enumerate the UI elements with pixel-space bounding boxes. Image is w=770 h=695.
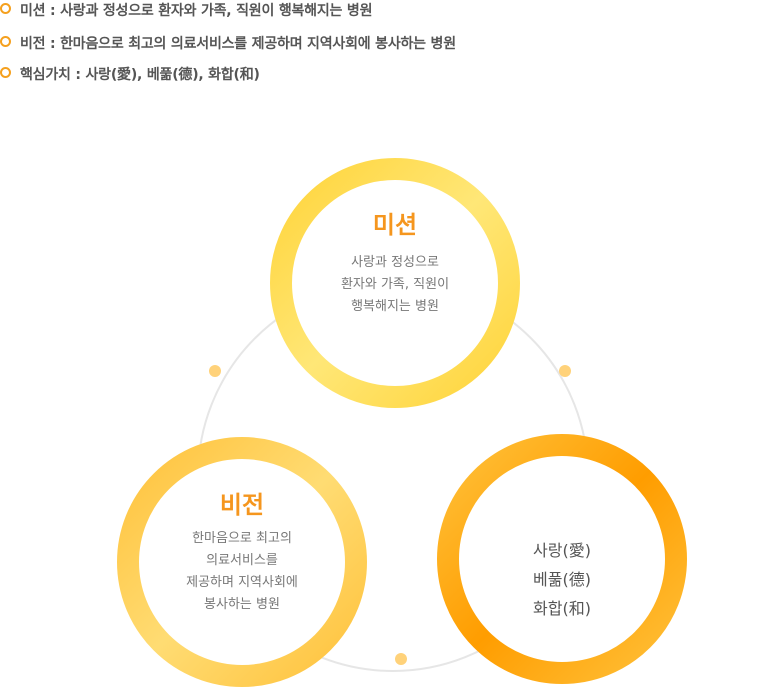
- vision-body: 한마음으로 최고의 의료서비스를 제공하며 지역사회에 봉사하는 병원: [142, 528, 342, 616]
- connector-dot-bottom: [395, 653, 407, 665]
- values-line: 사랑(愛): [533, 541, 591, 560]
- vision-line: 제공하며 지역사회에: [186, 575, 298, 590]
- circle-bullet-icon: [0, 36, 11, 47]
- vision-line: 의료서비스를: [206, 553, 278, 568]
- values-disc: [437, 434, 687, 684]
- mission-line: 환자와 가족, 직원이: [340, 277, 450, 292]
- values-title: 핵심가치: [517, 501, 607, 529]
- values-ring: [437, 434, 687, 684]
- values-body: 사랑(愛) 베풂(德) 화합(和): [462, 536, 662, 623]
- mission-circle: 미션 사랑과 정성으로 환자와 가족, 직원이 행복해지는 병원: [295, 210, 495, 318]
- mission-line: 행복해지는 병원: [351, 299, 439, 314]
- vision-ring: [117, 437, 367, 687]
- summary-text: 사랑(愛), 베풂(德), 화합(和): [85, 67, 260, 83]
- vision-line: 한마음으로 최고의: [192, 531, 292, 546]
- mission-ring: [270, 158, 520, 408]
- summary-label: 핵심가치: [20, 67, 71, 83]
- values-circle: 핵심가치 사랑(愛) 베풂(德) 화합(和): [462, 500, 662, 623]
- values-line: 베풂(德): [533, 570, 591, 589]
- vision-title: 비전: [219, 491, 265, 519]
- summary-text: 한마음으로 최고의 의료서비스를 제공하며 지역사회에 봉사하는 병원: [60, 36, 456, 52]
- mission-disc: [270, 158, 520, 408]
- summary-separator: :: [70, 67, 86, 83]
- circle-bullet-icon: [0, 67, 11, 78]
- circle-bullet-icon: [0, 3, 11, 14]
- mission-line: 사랑과 정성으로: [351, 255, 439, 270]
- summary-label: 비전: [20, 36, 46, 52]
- summary-text: 사랑과 정성으로 환자와 가족, 직원이 행복해지는 병원: [60, 3, 373, 19]
- mission-body: 사랑과 정성으로 환자와 가족, 직원이 행복해지는 병원: [295, 252, 495, 318]
- vision-line: 봉사하는 병원: [204, 597, 280, 612]
- vision-disc: [117, 437, 367, 687]
- summary-label: 미션: [20, 3, 46, 19]
- mission-title: 미션: [372, 211, 418, 239]
- summary-separator: :: [45, 36, 61, 52]
- summary-separator: :: [45, 3, 61, 19]
- vision-circle: 비전 한마음으로 최고의 의료서비스를 제공하며 지역사회에 봉사하는 병원: [142, 490, 342, 616]
- values-line: 화합(和): [533, 599, 591, 618]
- connector-dot-left: [209, 365, 221, 377]
- connector-dot-right: [559, 365, 571, 377]
